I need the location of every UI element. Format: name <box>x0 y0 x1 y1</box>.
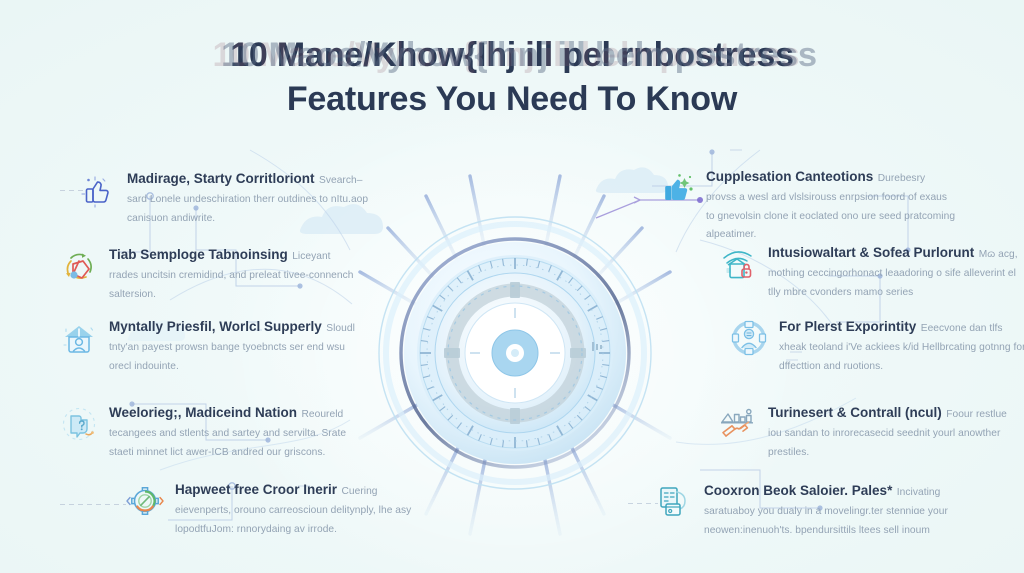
title-line-two-text: Features You Need To Know <box>286 79 738 118</box>
feature-title: Tiab Semploge Tabnoinsing <box>109 247 288 262</box>
feature-title: Hapweet free Croor Inerir <box>175 482 338 497</box>
document-folder-icon <box>655 483 693 521</box>
feature-item-4[interactable]: Weelorieg;, Madiceind Nation Reoureld te… <box>60 404 360 460</box>
home-person-icon <box>60 319 98 357</box>
feature-item-10[interactable]: Cooxron Beok Saloier. Pales* Incivating … <box>655 482 955 538</box>
feature-title: Intusiowaltart & Sofea Purlorunt <box>768 245 975 260</box>
feature-title: Weelorieg;, Madiceind Nation <box>109 405 298 420</box>
thumbs-up-icon <box>78 171 116 209</box>
feature-title: Myntally Priesfil, Worlcl Supperly <box>109 319 322 334</box>
title-line-one: 10 Maoe/Vyhow{lhnj ill belmpostress 10 M… <box>0 34 1024 78</box>
leader-dash-left-1 <box>60 190 84 191</box>
thumbs-up-filled-icon <box>657 169 695 207</box>
feature-title: Cupplesation Canteotions <box>706 169 874 184</box>
feature-item-9[interactable]: Turinesert & Contrall (ncul) Foour restl… <box>719 404 1019 460</box>
chart-hand-icon <box>719 405 757 443</box>
compass-icon <box>126 482 164 520</box>
page-title: 10 Maoe/Vyhow{lhnj ill belmpostress 10 M… <box>0 34 1024 121</box>
shield-question-icon <box>60 405 98 443</box>
feature-item-8[interactable]: For Plerst Exporintity Eeecvone dan tlfs… <box>730 318 1024 374</box>
feature-description: Eeecvone dan tlfs xheak teoland i'Ve ack… <box>779 323 1024 372</box>
title-line-one-text: 10 Mane/Khow{Ihj ill pel rnbostress <box>230 36 794 74</box>
feature-title: For Plerst Exporintity <box>779 319 917 334</box>
person-badge-icon <box>730 319 768 357</box>
leader-dash-left-5 <box>60 504 126 505</box>
feature-title: Cooxron Beok Saloier. Pales* <box>704 483 893 498</box>
home-lock-icon <box>719 245 757 283</box>
recycle-network-icon <box>60 247 98 285</box>
feature-item-5[interactable]: Hapweet free Croor Inerir Cuering eieven… <box>126 481 426 537</box>
feature-description: Incivating saratuaboy you dualy in a mov… <box>704 487 948 536</box>
leader-dash-right-5 <box>628 503 658 504</box>
feature-item-1[interactable]: Madirage, Starty Corritloriont Svearch–s… <box>78 170 378 226</box>
feature-item-3[interactable]: Myntally Priesfil, Worlcl Supperly Sloud… <box>60 318 360 374</box>
feature-title: Turinesert & Contrall (ncul) <box>768 405 942 420</box>
feature-item-2[interactable]: Tiab Semploge Tabnoinsing Liceyant rrade… <box>60 246 360 302</box>
central-dial-graphic <box>374 212 656 494</box>
feature-item-7[interactable]: Intusiowaltart & Sofea Purlorunt Mɷ acg,… <box>719 244 1019 300</box>
feature-item-6[interactable]: Cupplesation Canteotions Durebesry provs… <box>657 168 957 243</box>
feature-title: Madirage, Starty Corritloriont <box>127 171 315 186</box>
